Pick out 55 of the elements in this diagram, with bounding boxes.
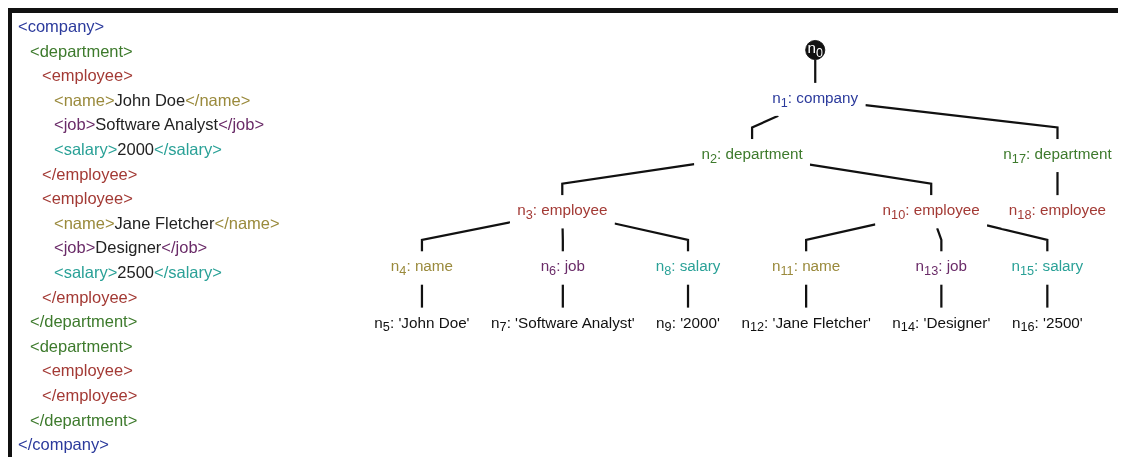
xml-code-line: </employee> [41,384,139,406]
xml-code-line: <department> [29,40,134,62]
node-text: n$_{11}$: name [771,257,841,278]
xml-code-line: </department> [29,311,139,333]
xml-code-line: <salary>2500</salary> [53,261,223,283]
node-text: n$_{4}$: name [390,257,454,278]
node-text: n$_{7}$: 'Software Analyst' [491,314,635,335]
xml-code-line: <job>Software Analyst</job> [53,114,266,136]
connector [561,284,564,308]
node-circle: n$_{0}$ [805,40,826,61]
node-text: n$_{6}$: job [540,257,586,278]
connector [940,284,943,308]
xml-code-line: <salary>2000</salary> [53,138,223,160]
node-text: n$_{17}$: department [1003,145,1112,166]
connector [805,223,876,252]
node-text: n$_{8}$: salary [655,257,721,278]
xml-code-line: <employee> [41,188,134,210]
node-text: n$_{12}$: 'Jane Fletcher' [741,314,871,335]
xml-code-line: <company> [18,16,106,37]
connector [750,114,779,140]
node-text: n$_{13}$: job [915,257,968,278]
connector [986,224,1049,252]
node-text: n$_{10}$: employee [882,201,980,222]
node-text: n$_{16}$: '2500' [1011,314,1083,335]
xml-code-line: <employee> [41,360,134,382]
xml-code-line: </department> [29,409,139,431]
node-text: n$_{2}$: department [701,145,803,166]
connector [420,221,511,252]
node-text: n$_{18}$: employee [1008,201,1107,222]
xml-code-line: </company> [18,434,110,456]
connector [805,284,808,308]
xml-code-line: <job>Designer</job> [53,237,209,259]
xml-code-line: <department> [29,335,134,357]
connector [561,163,695,196]
node-text: n$_{9}$: '2000' [656,314,720,335]
connector [686,284,690,308]
connector [561,228,564,252]
node-text: n$_{1}$: company [772,89,859,110]
xml-code-line: </employee> [41,163,139,185]
xml-code-line: <employee> [41,65,134,87]
connector [420,284,424,308]
xml-code-line: </employee> [41,286,139,308]
connector [614,222,690,252]
connector [936,227,943,252]
node-text: n$_{5}$: 'John Doe' [374,314,470,335]
connector [865,104,1059,140]
connector [814,59,817,83]
node-text: n$_{15}$: salary [1011,257,1084,278]
node-text: n$_{3}$: employee [517,201,608,222]
connector [809,163,933,196]
node-text: n$_{14}$: 'Designer' [892,314,991,335]
connector [1046,284,1049,308]
xml-code-line: <name>Jane Fletcher</name> [53,212,281,234]
connector [1056,172,1059,196]
xml-code-line: <name>John Doe</name> [53,89,252,111]
